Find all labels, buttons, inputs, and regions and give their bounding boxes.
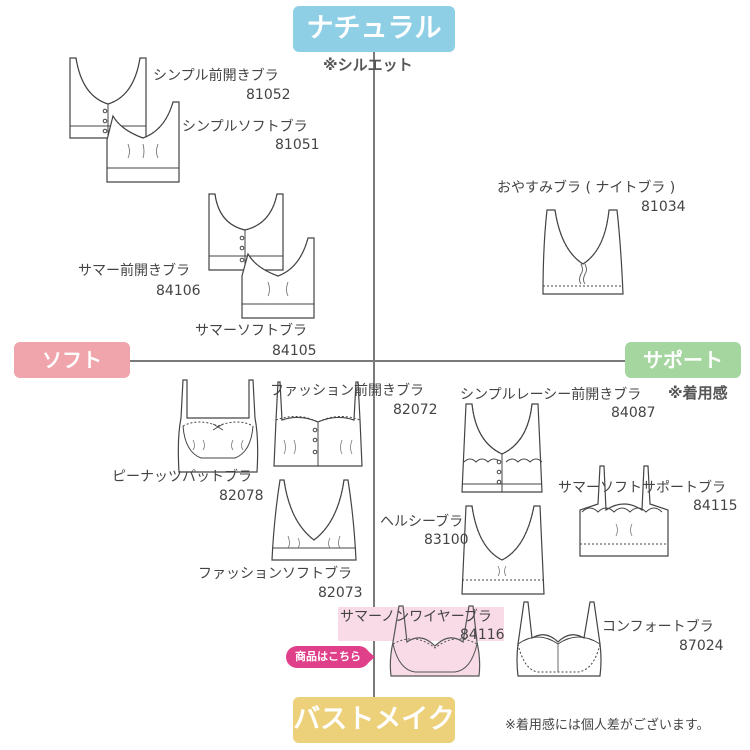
axis-label-soft: ソフト — [14, 342, 130, 378]
product-image-82073[interactable] — [268, 478, 360, 566]
vertical-axis — [373, 50, 375, 700]
product-image-82078[interactable] — [173, 378, 263, 474]
product-name-81052[interactable]: シンプル前開きブラ — [153, 68, 279, 84]
product-code-87024: 87024 — [679, 638, 724, 654]
product-image-82072[interactable] — [270, 380, 366, 470]
product-code-83100: 83100 — [424, 532, 469, 548]
product-code-84087: 84087 — [611, 405, 656, 421]
product-code-84106: 84106 — [156, 283, 201, 299]
product-image-87024[interactable] — [512, 600, 606, 680]
product-name-82072[interactable]: ファッション前開きブラ — [270, 383, 424, 399]
axis-label-bust-make: バストメイク — [293, 697, 455, 743]
product-name-84105[interactable]: サマーソフトブラ — [195, 323, 307, 339]
product-image-84087[interactable] — [458, 402, 548, 494]
product-name-82078[interactable]: ピーナッツパットブラ — [112, 469, 252, 485]
axis-label-support: サポート — [625, 342, 741, 378]
product-link-badge[interactable]: 商品はこちら — [286, 646, 370, 668]
axis-label-natural: ナチュラル — [293, 6, 455, 52]
product-image-81051[interactable] — [103, 100, 183, 184]
product-image-84116[interactable] — [385, 604, 485, 680]
product-code-84116: 84116 — [460, 627, 505, 643]
product-name-82073[interactable]: ファッションソフトブラ — [198, 566, 352, 582]
product-name-81034[interactable]: おやすみブラ ( ナイトブラ ) — [497, 180, 676, 196]
product-name-81051[interactable]: シンプルソフトブラ — [182, 119, 308, 135]
product-code-82072: 82072 — [393, 402, 438, 418]
product-name-87024[interactable]: コンフォートブラ — [602, 619, 714, 635]
product-name-83100[interactable]: ヘルシーブラ — [380, 514, 464, 530]
product-image-83100[interactable] — [460, 504, 548, 598]
horizontal-axis — [130, 360, 625, 362]
product-image-84115[interactable] — [576, 464, 672, 562]
badge-pointer — [368, 651, 375, 663]
axis-note-wear-feel: ※着用感 — [668, 384, 728, 402]
product-code-84105: 84105 — [272, 343, 317, 359]
product-code-81034: 81034 — [641, 199, 686, 215]
product-code-81051: 81051 — [275, 137, 320, 153]
product-code-84115: 84115 — [693, 498, 738, 514]
product-name-84106[interactable]: サマー前開きブラ — [78, 263, 190, 279]
product-code-82073: 82073 — [318, 585, 363, 601]
product-name-84115[interactable]: サマーソフトサポートブラ — [558, 480, 726, 496]
axis-note-silhouette: ※シルエット — [323, 56, 413, 74]
product-image-81034[interactable] — [537, 206, 627, 300]
footnote: ※着用感には個人差がございます。 — [505, 718, 710, 733]
product-image-84105[interactable] — [238, 236, 318, 322]
product-name-84116[interactable]: サマーノンワイヤーブラ — [340, 609, 492, 625]
product-code-82078: 82078 — [219, 488, 264, 504]
product-name-84087[interactable]: シンプルレーシー前開きブラ — [460, 387, 642, 403]
product-image-81052[interactable] — [62, 56, 152, 146]
product-code-81052: 81052 — [246, 87, 291, 103]
